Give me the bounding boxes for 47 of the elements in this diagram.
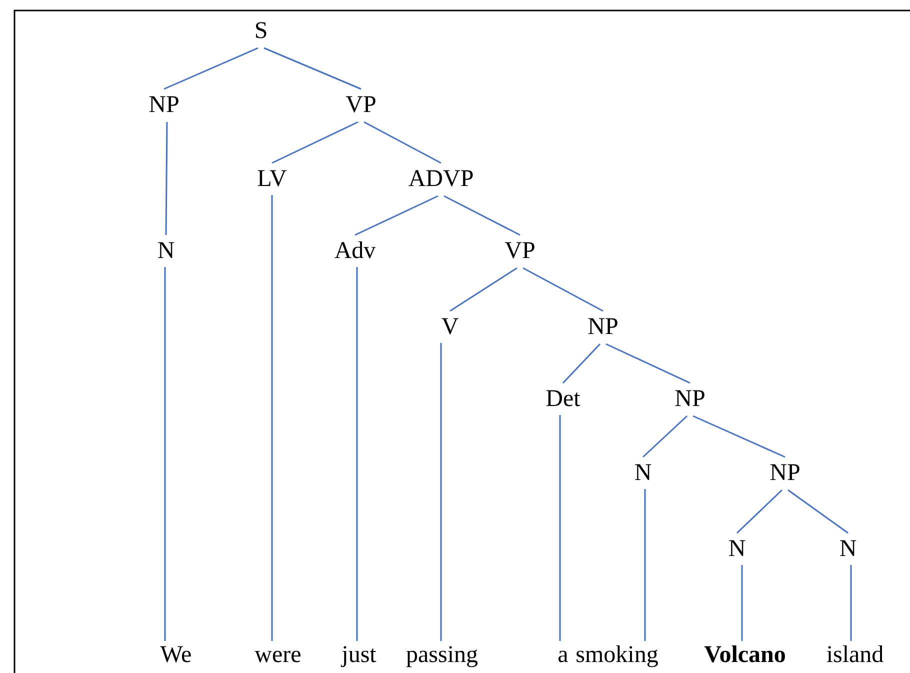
word: Volcano [704, 643, 786, 667]
tree-branch-line [644, 489, 646, 641]
tree-branch-line [522, 267, 604, 312]
tree-label: NP [588, 315, 618, 339]
tree-branch-line [272, 121, 358, 164]
tree-branch-line [165, 122, 168, 235]
tree-label: Adv [334, 239, 376, 263]
tree-label: V [441, 315, 459, 339]
tree-branch-line [850, 565, 852, 641]
tree-branch-line [692, 415, 786, 458]
tree-label: N [634, 461, 652, 485]
tree-branch-line [364, 121, 442, 164]
tree-label: VP [504, 239, 536, 263]
tree-label: Det [546, 387, 580, 411]
tree-branch-line [264, 47, 362, 90]
tree-branch-line [164, 267, 166, 641]
tree-branch-line [559, 415, 561, 641]
tree-branch-line [440, 343, 442, 641]
tree-branch-line [271, 195, 273, 641]
tree-label: S [254, 19, 268, 43]
tree-branch-line [164, 47, 258, 90]
tree-branch-line [562, 343, 601, 384]
tree-branch-line [354, 195, 438, 236]
tree-label: VP [346, 93, 376, 117]
word: island [826, 643, 884, 667]
tree-label: NP [770, 461, 800, 485]
tree-label: N [839, 537, 857, 561]
tree-label: ADVP [408, 167, 474, 191]
word: passing [406, 643, 478, 667]
tree-branch-line [356, 267, 358, 641]
tree-branch-line [788, 489, 848, 534]
word: just [342, 643, 376, 667]
word: smoking [576, 643, 658, 667]
tree-branch-line [642, 415, 688, 458]
tree-branch-line [450, 267, 518, 312]
tree-branch-line [736, 489, 783, 534]
tree-label: NP [148, 93, 180, 117]
word: were [254, 643, 302, 667]
tree-label: N [157, 239, 175, 263]
word: a [558, 643, 568, 667]
tree-branch-line [741, 565, 743, 641]
tree-label: N [728, 537, 746, 561]
tree-branch-line [444, 195, 520, 236]
tree-branch-line [606, 343, 690, 384]
tree-label: NP [674, 387, 706, 411]
word: We [160, 643, 192, 667]
tree-label: LV [257, 167, 287, 191]
